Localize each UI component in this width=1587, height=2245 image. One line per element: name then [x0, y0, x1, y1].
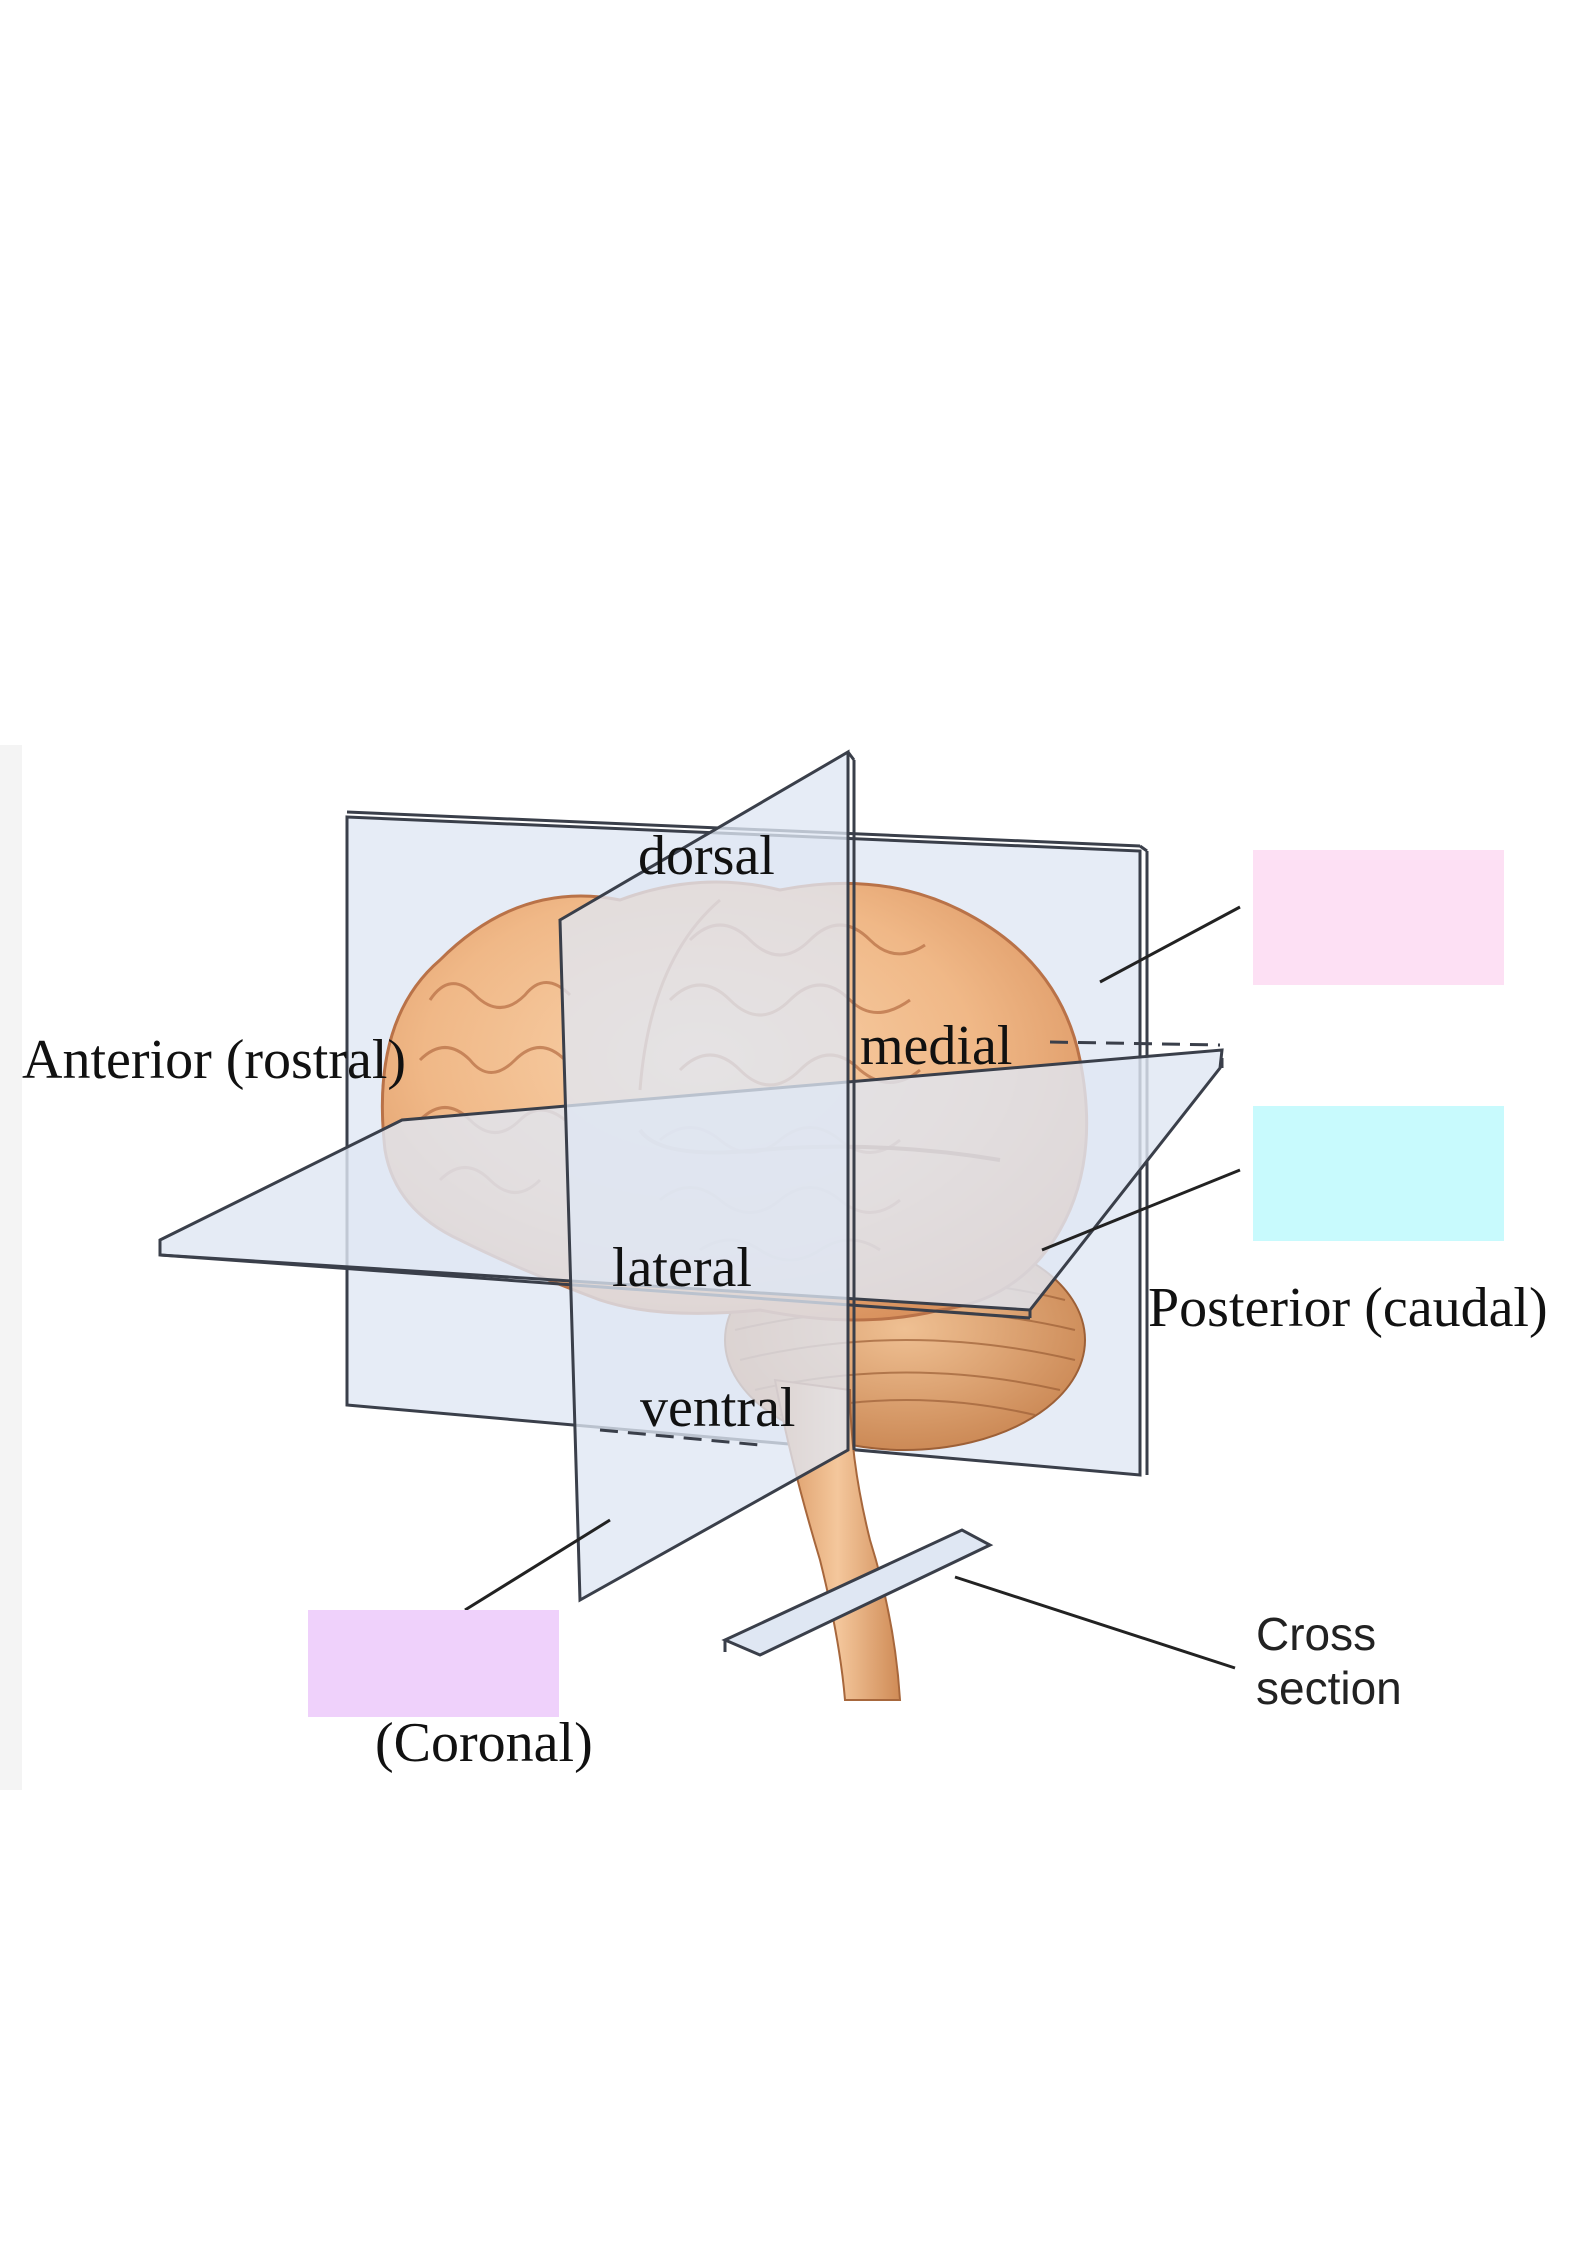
coronal-plane-blank[interactable]: [308, 1610, 559, 1717]
label-medial: medial: [860, 1015, 1013, 1077]
label-ventral: ventral: [640, 1377, 796, 1439]
cross-section-plate: [721, 1528, 994, 1657]
leader-coronal: [464, 1518, 611, 1612]
leader-cross-section: [954, 1575, 1236, 1670]
label-dorsal: dorsal: [638, 825, 775, 887]
sagittal-plane-blank[interactable]: [1253, 850, 1504, 985]
label-anterior: Anterior (rostral): [22, 1029, 407, 1091]
leader-horizontal: [1041, 1168, 1241, 1252]
label-posterior: Posterior (caudal): [1148, 1277, 1548, 1339]
horizontal-plane-blank[interactable]: [1253, 1106, 1504, 1241]
page-shade: [0, 745, 22, 1790]
label-coronal: (Coronal): [375, 1712, 593, 1774]
label-lateral: lateral: [612, 1237, 752, 1299]
label-cross-section: Cross section: [1256, 1608, 1402, 1714]
coronal-plane: [558, 749, 850, 1603]
leader-sagittal: [1099, 905, 1241, 984]
